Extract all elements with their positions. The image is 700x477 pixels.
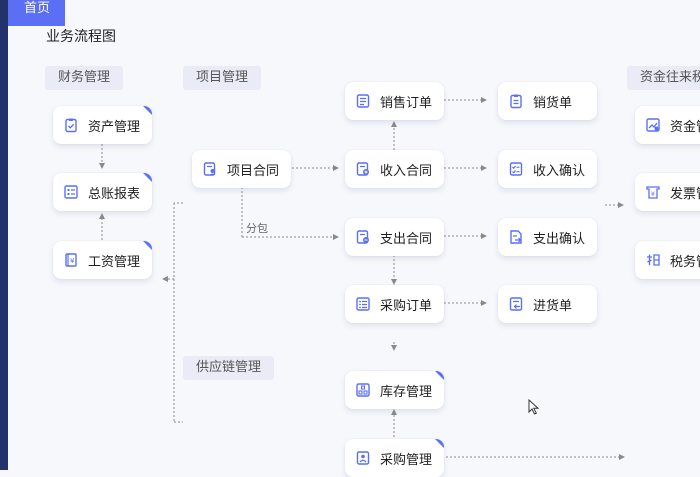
node-funds-management[interactable]: 资金管 (635, 106, 700, 144)
node-expense-contract[interactable]: 支出合同 (345, 218, 444, 256)
inventory-boxes-icon (355, 382, 371, 398)
tax-glyph-icon (645, 252, 661, 268)
node-label: 税务管 (670, 254, 700, 270)
node-label: 进货单 (533, 298, 573, 314)
node-income-contract[interactable]: 收入合同 (345, 150, 444, 188)
mouse-cursor-icon (528, 399, 540, 415)
section-funds-tax: 资金往来税 (627, 66, 700, 90)
node-label: 资金管 (670, 119, 700, 135)
tab-home[interactable]: 首页 (8, 0, 65, 26)
corner-marker (143, 173, 152, 182)
node-label: 支出确认 (533, 231, 586, 247)
invoice-icon: ¥ (645, 184, 661, 200)
node-label: 销货单 (533, 95, 573, 111)
corner-marker (143, 106, 152, 115)
node-label: 采购管理 (380, 452, 433, 468)
procurement-person-icon (355, 450, 371, 466)
node-label: 工资管理 (88, 254, 141, 270)
document-import-icon (508, 296, 524, 312)
node-label: 支出合同 (380, 231, 433, 247)
page-title: 业务流程图 (46, 29, 116, 45)
node-income-confirmation[interactable]: 收入确认 (498, 150, 597, 188)
subcontract-label: 分包 (246, 222, 268, 235)
node-label: 总账报表 (88, 186, 141, 202)
node-expense-confirmation[interactable]: 支出确认 (498, 218, 597, 256)
corner-marker (435, 371, 444, 380)
node-procurement-management[interactable]: 采购管理 (345, 439, 444, 477)
confirm-checklist-icon (508, 161, 524, 177)
node-label: 收入合同 (380, 163, 433, 179)
node-label: 收入确认 (533, 163, 586, 179)
corner-marker (143, 241, 152, 250)
section-supply-chain: 供应链管理 (183, 356, 275, 380)
contract-minus-icon (355, 229, 371, 245)
node-sales-order[interactable]: 销售订单 (345, 82, 444, 120)
document-export-icon (508, 229, 524, 245)
node-purchase-order[interactable]: 采购订单 (345, 285, 444, 323)
node-label: 库存管理 (380, 384, 433, 400)
svg-text:¥: ¥ (70, 257, 75, 265)
report-list-icon (63, 184, 79, 200)
node-label: 销售订单 (380, 95, 433, 111)
document-lines-icon (355, 93, 371, 109)
node-tax-management[interactable]: 税务管 (635, 241, 700, 279)
node-invoice-management[interactable]: ¥ 发票管 (635, 173, 700, 211)
node-general-ledger-report[interactable]: 总账报表 (53, 173, 152, 211)
contract-plus-icon (355, 161, 371, 177)
contract-person-icon (202, 161, 218, 177)
node-project-contract[interactable]: 项目合同 (192, 150, 291, 188)
funds-chart-icon (645, 117, 661, 133)
node-asset-management[interactable]: 资产管理 (53, 106, 152, 144)
node-inventory-management[interactable]: 库存管理 (345, 371, 444, 409)
section-project: 项目管理 (183, 66, 262, 90)
node-receipt[interactable]: 进货单 (498, 285, 597, 323)
node-label: 项目合同 (227, 163, 280, 179)
salary-book-icon: ¥ (63, 252, 79, 268)
corner-marker (435, 439, 444, 448)
clipboard-list-icon (508, 93, 524, 109)
node-salary-management[interactable]: ¥ 工资管理 (53, 241, 152, 279)
node-sales-delivery[interactable]: 销货单 (498, 82, 597, 120)
svg-text:¥: ¥ (651, 190, 655, 198)
order-list-icon (355, 296, 371, 312)
left-sidebar-strip (0, 0, 8, 470)
section-finance: 财务管理 (45, 66, 124, 90)
node-label: 采购订单 (380, 298, 433, 314)
clipboard-check-icon (63, 117, 79, 133)
node-label: 资产管理 (88, 119, 141, 135)
node-label: 发票管 (670, 186, 700, 202)
